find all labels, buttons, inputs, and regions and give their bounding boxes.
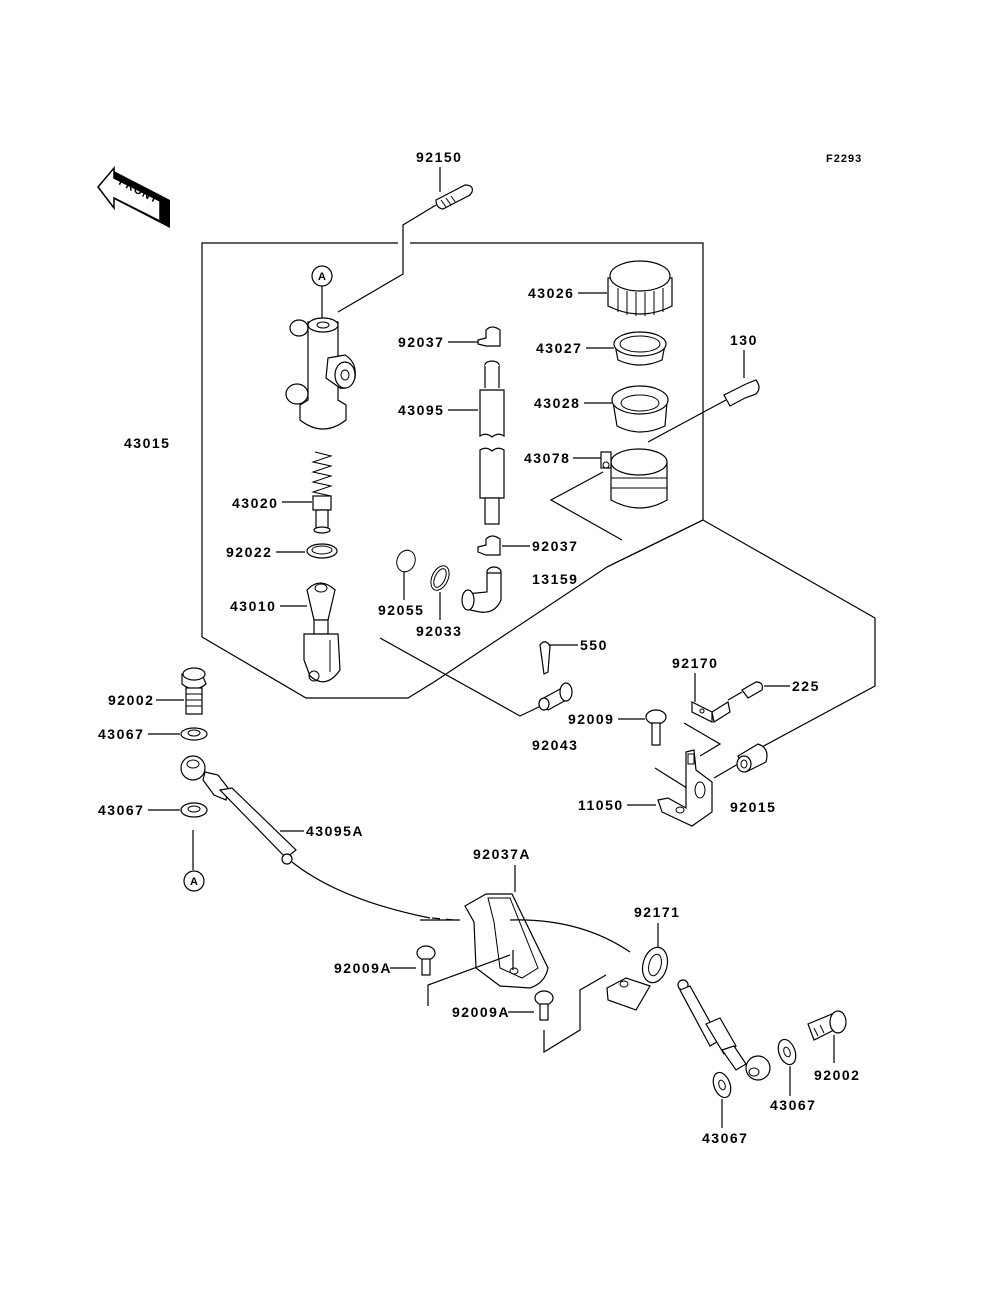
part-92150[interactable]: 92150 xyxy=(337,149,473,313)
figure-code: F2293 xyxy=(826,153,862,165)
part-43010[interactable]: 43010 xyxy=(230,582,341,683)
part-43067-d[interactable]: 43067 xyxy=(702,1070,748,1146)
part-label: 13159 xyxy=(532,571,578,587)
part-label: 43067 xyxy=(770,1097,816,1113)
part-92002-right[interactable]: 92002 xyxy=(807,1010,860,1083)
front-arrow-icon: FRONT xyxy=(97,165,170,228)
part-92033[interactable]: 92033 xyxy=(416,563,462,639)
hose-end-right xyxy=(677,979,771,1081)
part-label: 92150 xyxy=(416,149,462,165)
part-label: 130 xyxy=(730,332,758,348)
part-label: 43095A xyxy=(306,823,364,839)
part-92002-left[interactable]: 92002 xyxy=(108,667,207,715)
part-13159[interactable]: 13159 xyxy=(461,566,578,613)
part-92171[interactable]: 92171 xyxy=(606,904,680,1011)
part-label: 92043 xyxy=(532,737,578,753)
part-92015[interactable]: 92015 xyxy=(730,743,776,815)
part-225[interactable]: 225 xyxy=(727,678,820,701)
part-43067-a[interactable]: 43067 xyxy=(98,726,208,742)
connector-lines xyxy=(379,519,876,791)
part-92055[interactable]: 92055 xyxy=(378,548,424,618)
part-130[interactable]: 130 xyxy=(647,332,760,443)
part-label: 43026 xyxy=(528,285,574,301)
part-92043[interactable]: 92043 xyxy=(532,682,578,753)
part-43095[interactable]: 43095 xyxy=(398,360,505,525)
part-92037A[interactable]: 92037A xyxy=(420,846,631,1006)
part-43028[interactable]: 43028 xyxy=(534,385,669,433)
part-92009[interactable]: 92009 xyxy=(568,709,667,746)
part-43095A[interactable]: 43095A xyxy=(180,755,455,921)
part-label: 11050 xyxy=(578,797,624,813)
part-92022[interactable]: 92022 xyxy=(226,543,338,560)
part-label: 43067 xyxy=(702,1130,748,1146)
svg-text:A: A xyxy=(318,271,326,283)
part-43026[interactable]: 43026 xyxy=(528,260,673,316)
part-label: 92002 xyxy=(108,692,154,708)
part-43020[interactable]: 43020 xyxy=(232,451,333,534)
part-92170[interactable]: 92170 xyxy=(672,655,731,723)
part-43078[interactable]: 43078 xyxy=(524,448,668,541)
svg-text:A: A xyxy=(190,876,198,888)
part-label: 43067 xyxy=(98,726,144,742)
part-550[interactable]: 550 xyxy=(539,637,608,675)
part-label: 92055 xyxy=(378,602,424,618)
part-43067-b[interactable]: 43067 xyxy=(98,802,208,818)
part-label: 92009 xyxy=(568,711,614,727)
part-label: 92037 xyxy=(398,334,444,350)
part-label: 92015 xyxy=(730,799,776,815)
master-cylinder-body xyxy=(285,317,356,430)
part-92009A-b[interactable]: 92009A xyxy=(452,974,607,1054)
part-label: 225 xyxy=(792,678,820,694)
part-92037-top[interactable]: 92037 xyxy=(398,326,501,350)
part-label: 92009A xyxy=(334,960,392,976)
part-label: 43028 xyxy=(534,395,580,411)
part-label: 43020 xyxy=(232,495,278,511)
reference-marker-a-bottom: A xyxy=(183,830,205,892)
part-label: 43095 xyxy=(398,402,444,418)
part-43067-c[interactable]: 43067 xyxy=(770,1037,816,1113)
part-43027[interactable]: 43027 xyxy=(536,331,667,366)
part-label: 92002 xyxy=(814,1067,860,1083)
part-label: 92171 xyxy=(634,904,680,920)
part-label: 43010 xyxy=(230,598,276,614)
part-label: 43027 xyxy=(536,340,582,356)
reference-marker-a-top: A xyxy=(311,265,333,318)
part-92009A-a[interactable]: 92009A xyxy=(334,945,436,976)
part-label: 92033 xyxy=(416,623,462,639)
part-label: 43078 xyxy=(524,450,570,466)
part-label: 43067 xyxy=(98,802,144,818)
part-label: 92022 xyxy=(226,544,272,560)
part-label: 92170 xyxy=(672,655,718,671)
part-11050[interactable]: 11050 xyxy=(578,749,713,827)
part-label: 92037 xyxy=(532,538,578,554)
part-label: 92009A xyxy=(452,1004,510,1020)
part-label: 92037A xyxy=(473,846,531,862)
part-label: 550 xyxy=(580,637,608,653)
assembly-label-43015: 43015 xyxy=(124,435,170,451)
part-92037-bottom[interactable]: 92037 xyxy=(477,535,578,556)
